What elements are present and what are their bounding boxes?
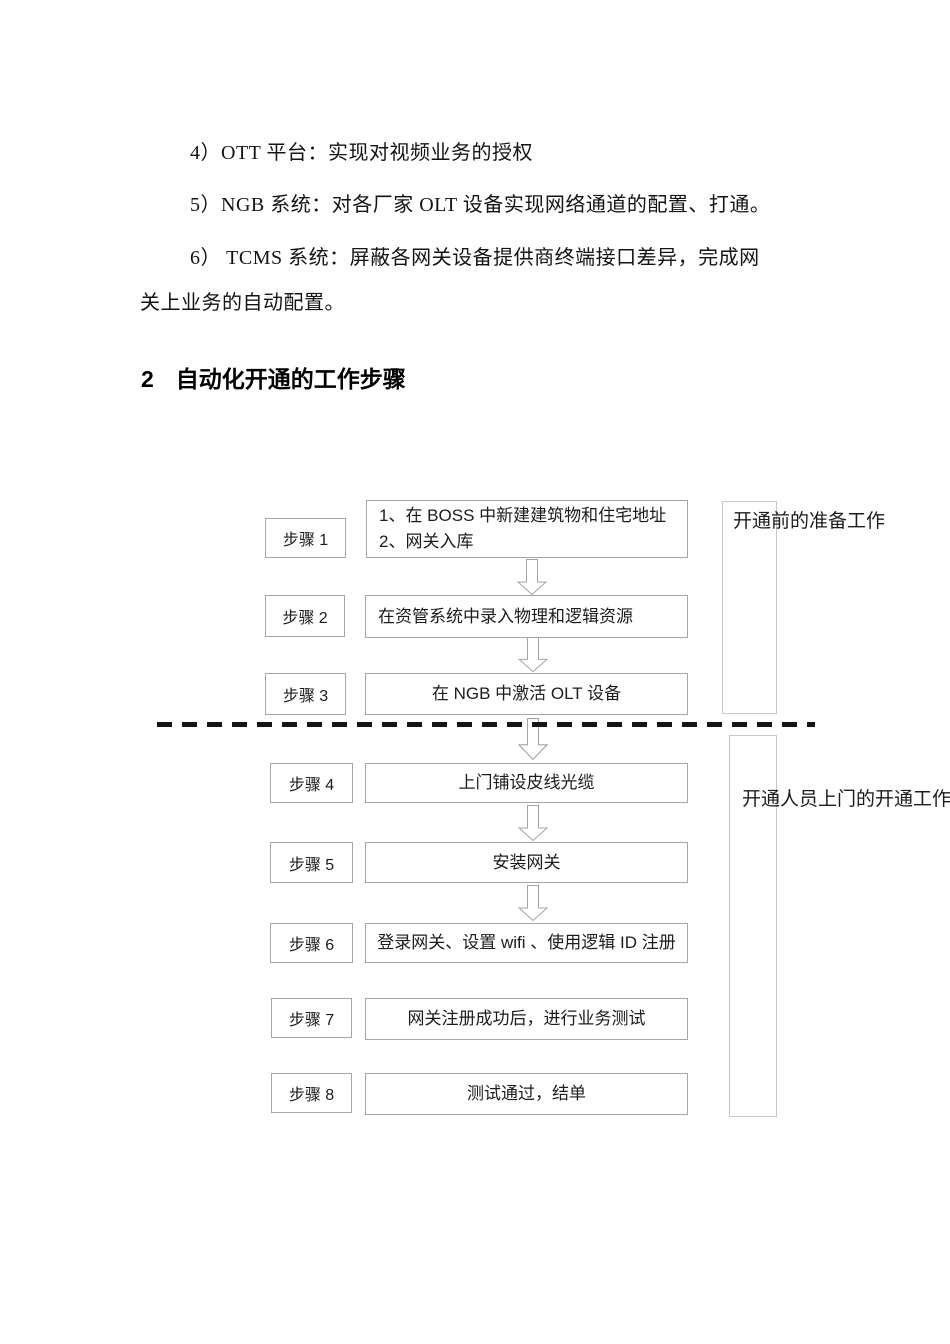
- flow-box-4: 上门铺设皮线光缆: [365, 763, 688, 803]
- flow-box-7-line-1: 网关注册成功后，进行业务测试: [407, 1009, 646, 1028]
- flow-box-5: 安装网关: [365, 842, 688, 883]
- step-label-3: 步骤 3: [265, 673, 346, 715]
- flow-box-6-line-1: 登录网关、设置 wifi 、使用逻辑 ID 注册: [377, 933, 676, 952]
- flow-box-2: 在资管系统中录入物理和逻辑资源: [365, 595, 688, 638]
- phase-box-preparation: [722, 501, 777, 714]
- step-label-2: 步骤 2: [265, 595, 345, 637]
- section-heading-text: 自动化开通的工作步骤: [175, 366, 406, 392]
- flow-arrow-down-icon: [518, 885, 548, 921]
- step-label-1: 步骤 1: [265, 518, 346, 558]
- step-label-6: 步骤 6: [270, 923, 353, 963]
- paragraph-line-5: 5）NGB 系统：对各厂家 OLT 设备实现网络通道的配置、打通。: [190, 194, 771, 216]
- flow-arrow-down-icon: [517, 559, 547, 595]
- flow-arrow-down-icon: [518, 805, 548, 841]
- step-label-8: 步骤 8: [271, 1073, 352, 1113]
- step-label-4: 步骤 4: [270, 763, 353, 803]
- section-heading-number: 2: [141, 366, 154, 392]
- paragraph-line-6: 6） TCMS 系统：屏蔽各网关设备提供商终端接口差异，完成网: [190, 247, 760, 269]
- phase-separator-dashed-line: [157, 722, 815, 727]
- flow-box-4-line-1: 上门铺设皮线光缆: [458, 773, 595, 792]
- flow-box-3-line-1: 在 NGB 中激活 OLT 设备: [431, 684, 622, 703]
- flow-box-3: 在 NGB 中激活 OLT 设备: [365, 673, 688, 715]
- phase-label-preparation: 开通前的准备工作: [733, 511, 886, 532]
- paragraph-line-4: 4）OTT 平台：实现对视频业务的授权: [190, 142, 534, 164]
- step-label-5: 步骤 5: [270, 842, 353, 883]
- flow-box-6: 登录网关、设置 wifi 、使用逻辑 ID 注册: [365, 923, 688, 963]
- flow-box-8-line-1: 测试通过，结单: [467, 1084, 586, 1103]
- step-label-7: 步骤 7: [271, 998, 352, 1038]
- paragraph-line-6-wrap: 关上业务的自动配置。: [140, 292, 345, 314]
- section-heading: 2 自动化开通的工作步骤: [141, 360, 406, 394]
- phase-box-onsite: [729, 735, 777, 1117]
- flow-box-1: 1、在 BOSS 中新建建筑物和住宅地址 2、网关入库: [366, 500, 688, 558]
- flow-arrow-down-icon: [518, 637, 548, 672]
- flow-box-1-line-1: 1、在 BOSS 中新建建筑物和住宅地址: [379, 506, 667, 525]
- flow-box-8: 测试通过，结单: [365, 1073, 688, 1115]
- flow-box-2-line-1: 在资管系统中录入物理和逻辑资源: [378, 606, 633, 626]
- phase-label-onsite: 开通人员上门的开通工作: [742, 789, 950, 810]
- flow-box-7: 网关注册成功后，进行业务测试: [365, 998, 688, 1040]
- flow-box-1-line-2: 2、网关入库: [379, 532, 474, 551]
- flow-box-5-line-1: 安装网关: [492, 852, 561, 872]
